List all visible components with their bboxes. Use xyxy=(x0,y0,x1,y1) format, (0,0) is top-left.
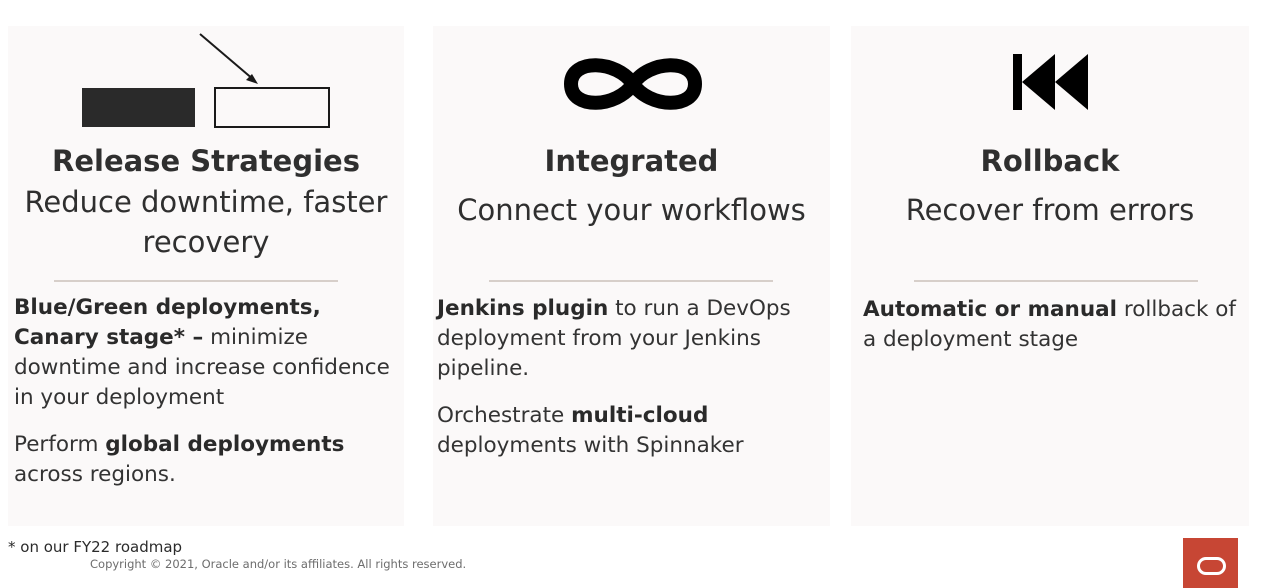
feature-description: Blue/Green deployments, Canary stage* – … xyxy=(14,295,390,410)
integrated-panel: Integrated Connect your workflows Jenkin… xyxy=(433,26,830,526)
oracle-logo xyxy=(1183,538,1238,588)
feature-description: Automatic or manual rollback of a deploy… xyxy=(863,297,1237,352)
infinity-icon xyxy=(564,58,702,110)
copyright-notice: Copyright © 2021, Oracle and/or its affi… xyxy=(90,557,467,571)
divider xyxy=(914,280,1198,282)
panel-subheading: Reduce downtime, faster recovery xyxy=(24,185,388,259)
roadmap-footnote: * on our FY22 roadmap xyxy=(8,538,183,556)
oracle-ring-icon xyxy=(1197,557,1226,575)
panel-subheading: Recover from errors xyxy=(905,193,1195,227)
panel-body: Automatic or manual rollback of a deploy… xyxy=(863,295,1247,355)
panel-heading: Release Strategies xyxy=(52,144,360,178)
panel-heading: Rollback xyxy=(980,144,1120,178)
release-strategies-panel: Release Strategies Reduce downtime, fast… xyxy=(8,26,404,526)
feature-description: Jenkins plugin to run a DevOps deploymen… xyxy=(437,296,791,381)
rewind-icon xyxy=(1013,54,1088,110)
divider xyxy=(54,280,338,282)
feature-description: Orchestrate multi-cloud deployments with… xyxy=(437,403,744,458)
blue-green-release-diagram-icon xyxy=(82,33,330,128)
panel-body: Blue/Green deployments, Canary stage* – … xyxy=(14,293,394,490)
panel-subheading: Connect your workflows xyxy=(457,193,806,227)
panel-body: Jenkins plugin to run a DevOps deploymen… xyxy=(437,294,817,461)
panel-heading: Integrated xyxy=(544,144,719,178)
divider xyxy=(489,280,773,282)
feature-description: Perform global deployments across region… xyxy=(14,432,345,487)
rollback-panel: Rollback Recover from errors Automatic o… xyxy=(851,26,1249,526)
